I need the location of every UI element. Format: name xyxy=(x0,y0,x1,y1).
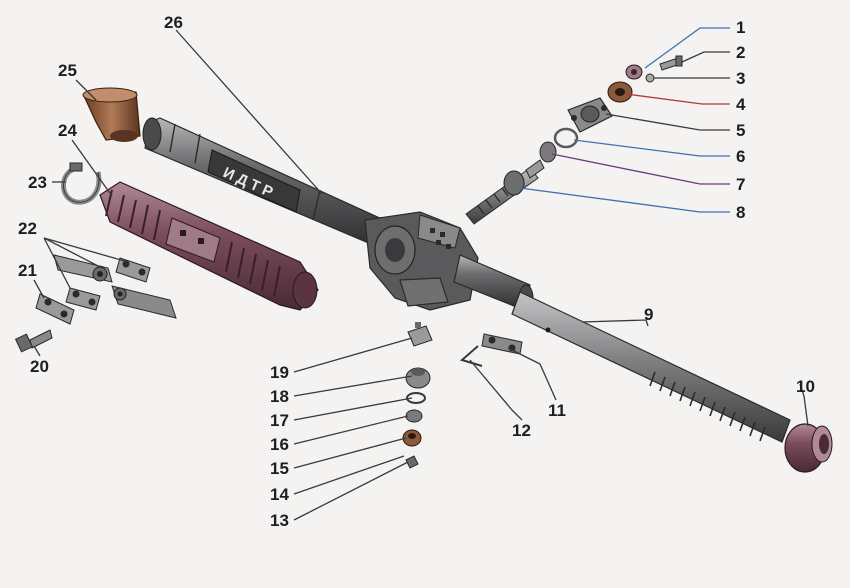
callout-22: 22 xyxy=(18,219,37,238)
mount-bushing xyxy=(82,87,141,142)
leader-lines xyxy=(33,27,809,521)
piston-o-ring xyxy=(406,392,426,404)
rack-stop-plate xyxy=(481,333,523,355)
callout-19: 19 xyxy=(270,363,289,382)
callout-24: 24 xyxy=(58,121,77,140)
callout-20: 20 xyxy=(30,357,49,376)
mount-bolt xyxy=(14,329,53,353)
callout-7: 7 xyxy=(736,175,745,194)
boot-clamp xyxy=(61,162,102,205)
callout-17: 17 xyxy=(270,411,289,430)
callout-21: 21 xyxy=(18,261,37,280)
rack-housing-tube: ИДТР xyxy=(142,117,396,251)
callout-26: 26 xyxy=(164,13,183,32)
cover-ring xyxy=(625,64,643,80)
pinion-shaft xyxy=(465,159,545,225)
piston-spring xyxy=(405,409,423,423)
washer xyxy=(645,73,655,83)
gear-housing xyxy=(364,211,534,312)
lock-nut xyxy=(405,455,419,469)
callout-18: 18 xyxy=(270,387,289,406)
small-bolt xyxy=(659,55,683,71)
callout-14: 14 xyxy=(270,485,289,504)
pinion-cover xyxy=(567,97,613,133)
callouts: 1 2 3 4 5 6 7 8 9 10 11 12 13 14 15 16 1… xyxy=(18,13,815,530)
callout-5: 5 xyxy=(736,121,745,140)
adjuster-nut xyxy=(402,429,422,447)
callout-11: 11 xyxy=(548,401,566,420)
callout-15: 15 xyxy=(270,459,289,478)
callout-3: 3 xyxy=(736,69,745,88)
callout-25: 25 xyxy=(58,61,77,80)
callout-10: 10 xyxy=(796,377,815,396)
spring-clip xyxy=(459,345,483,367)
callout-6: 6 xyxy=(736,147,745,166)
callout-1: 1 xyxy=(736,18,745,37)
o-ring xyxy=(553,127,579,149)
spacer xyxy=(539,141,557,163)
stop-piston xyxy=(405,367,431,389)
bearing xyxy=(607,81,633,103)
callout-12: 12 xyxy=(512,421,531,440)
lock-plate xyxy=(35,293,75,325)
callout-16: 16 xyxy=(270,435,289,454)
callout-23: 23 xyxy=(28,173,47,192)
rack-rod xyxy=(511,291,791,443)
callout-4: 4 xyxy=(736,95,746,114)
callout-8: 8 xyxy=(736,203,745,222)
protective-boot xyxy=(99,181,319,311)
callout-13: 13 xyxy=(270,511,289,530)
tie-rod-plates xyxy=(53,254,177,319)
rack-bushing xyxy=(784,423,833,473)
adjusting-cap xyxy=(407,322,433,347)
callout-9: 9 xyxy=(644,305,653,324)
callout-2: 2 xyxy=(736,43,745,62)
